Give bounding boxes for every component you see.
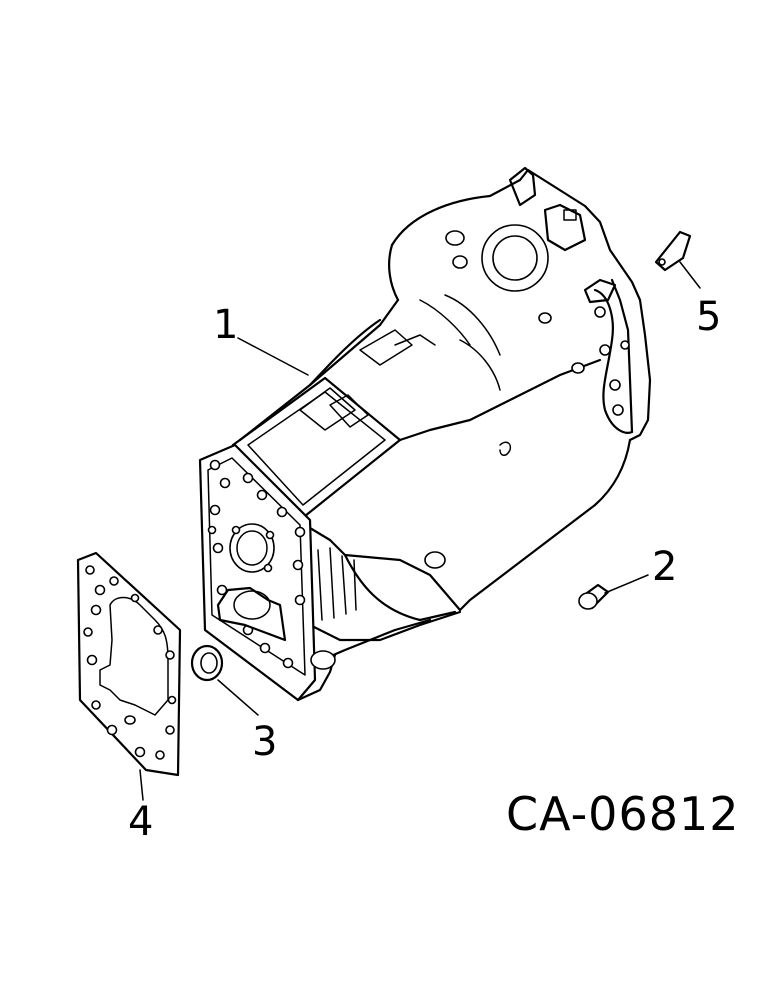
- gasket-part-4: [76, 551, 182, 777]
- transmission-housing: [198, 166, 652, 702]
- leader-line-1: [237, 337, 309, 376]
- reference-code: CA-06812: [506, 787, 740, 841]
- leader-line-4: [139, 769, 144, 801]
- leader-line-5: [679, 261, 701, 289]
- plug-part-2: [578, 583, 610, 610]
- callout-4: 4: [128, 799, 153, 845]
- callout-5: 5: [696, 294, 721, 340]
- leader-line-3: [217, 679, 259, 716]
- plate-part-5: [654, 230, 692, 272]
- callout-3: 3: [252, 719, 277, 765]
- callout-2: 2: [652, 544, 677, 590]
- callout-1: 1: [213, 302, 238, 348]
- seal-part-3: [190, 644, 224, 682]
- leader-line-2: [604, 574, 649, 594]
